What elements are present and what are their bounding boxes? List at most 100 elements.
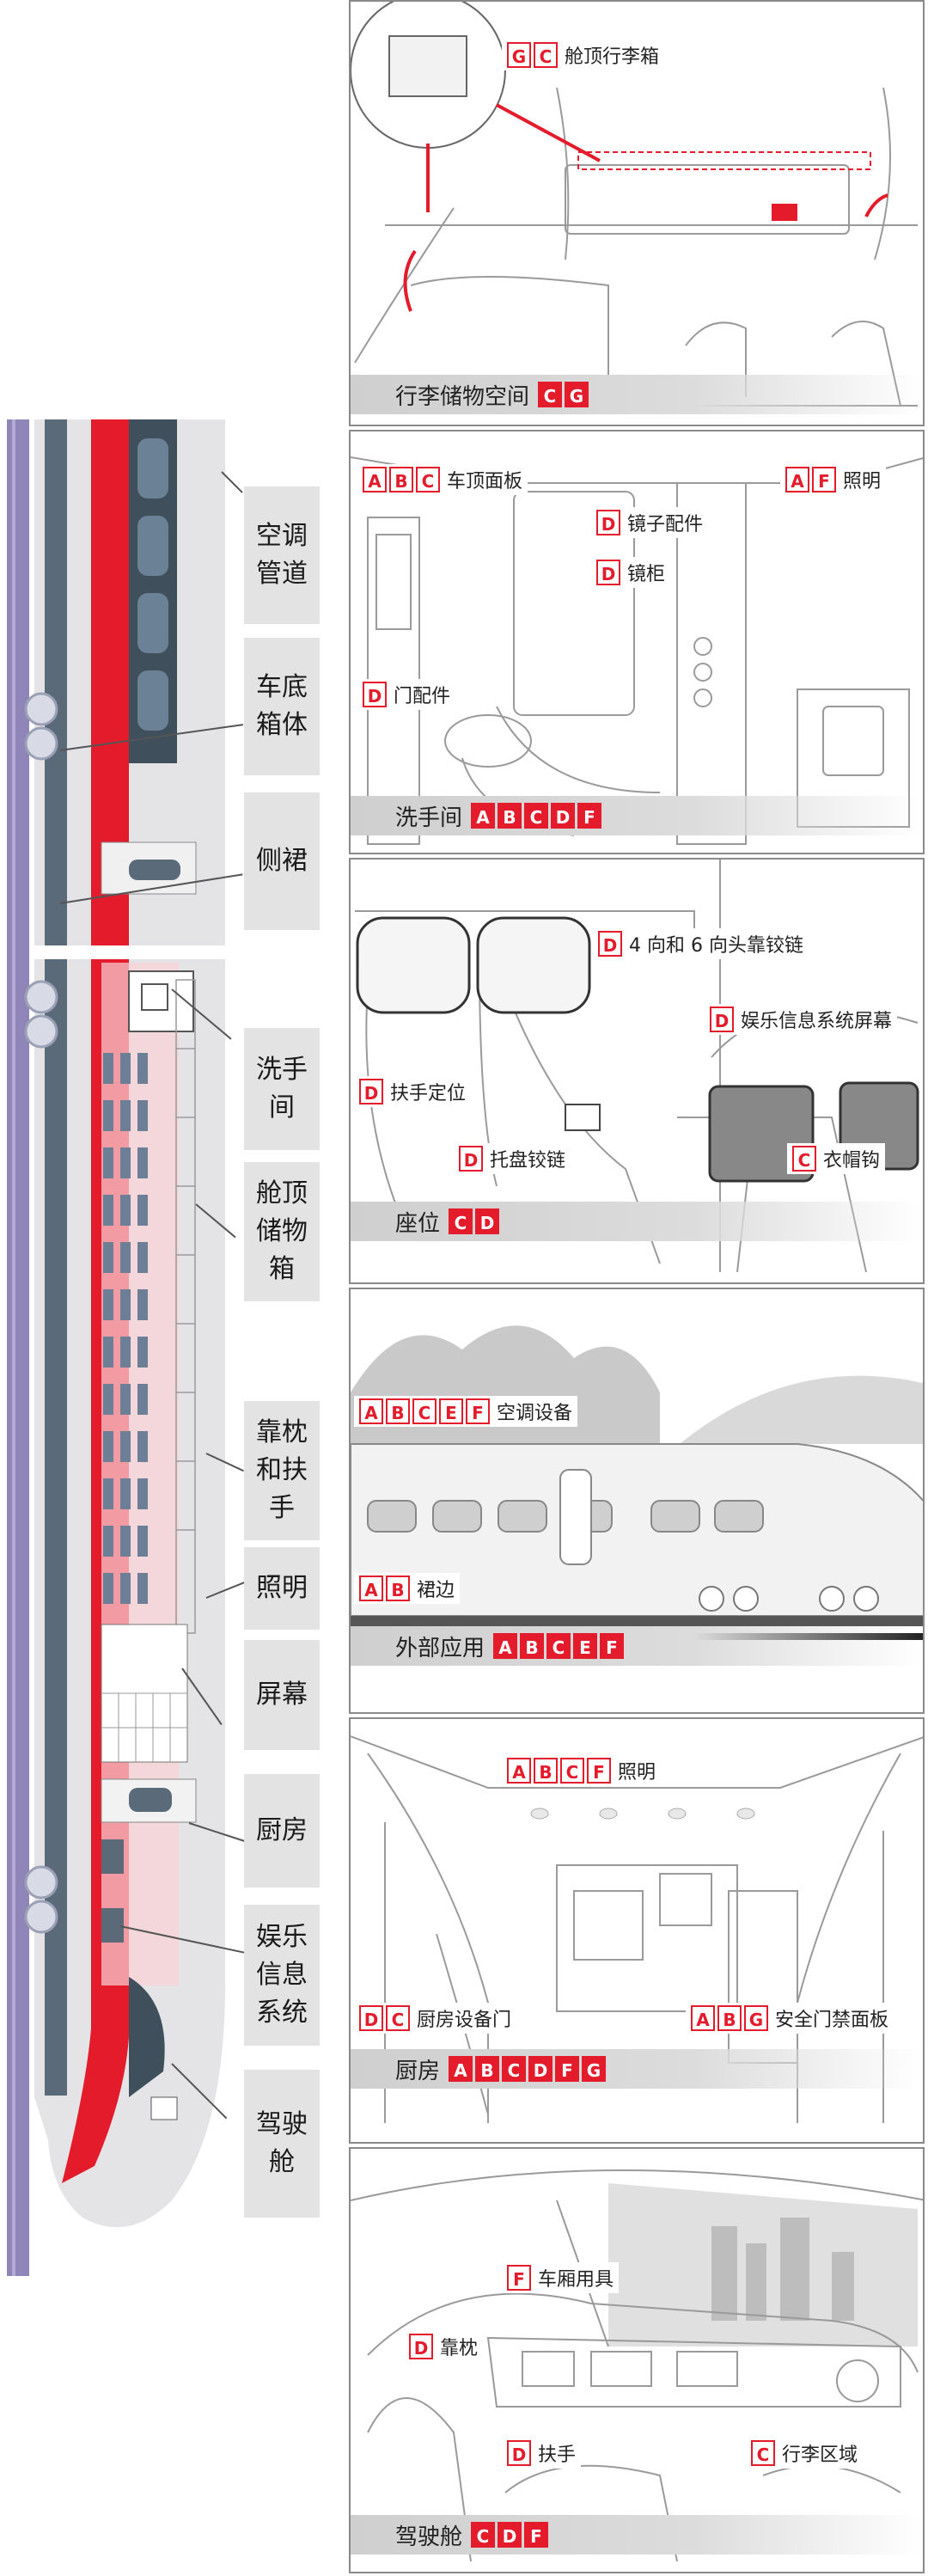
side-label-skirt: 侧裙 <box>244 792 320 930</box>
badge: G <box>507 42 531 68</box>
callout-coat-hook: C 衣帽钩 <box>787 1143 886 1174</box>
side-label-overhead-bin: 舱顶 储物 箱 <box>244 1162 320 1301</box>
callout-text: 扶手定位 <box>390 1083 467 1104</box>
badge: C <box>412 1398 437 1424</box>
badge: F <box>600 1633 625 1659</box>
badge: D <box>359 2005 383 2031</box>
badge: D <box>409 2334 433 2359</box>
callout-text: 镜子配件 <box>627 514 704 535</box>
panel-caption: 外部应用 <box>395 1635 485 1661</box>
badge: B <box>386 1576 410 1601</box>
callout-cabin-fixtures: F 车厢用具 <box>502 2262 620 2293</box>
side-label-ac-duct: 空调 管道 <box>244 486 320 624</box>
badge: B <box>534 1758 558 1784</box>
badge: A <box>507 1758 531 1784</box>
badge: D <box>596 510 620 535</box>
badge: D <box>710 1007 734 1032</box>
panel-seats: D 4 向和 6 向头靠铰链 D 娱乐信息系统屏幕 D 扶手定位 D 托盘铰链 … <box>349 858 925 1284</box>
badge: B <box>475 2056 500 2082</box>
callout-headrest-hinge: D 4 向和 6 向头靠铰链 <box>593 928 809 959</box>
callout-text: 衣帽钩 <box>823 1150 881 1172</box>
callout-text: 安全门禁面板 <box>775 2010 889 2031</box>
callout-text: 扶手 <box>538 2444 577 2466</box>
badge: B <box>389 467 413 493</box>
side-label-headrest-armrest: 靠枕 和扶 手 <box>244 1401 320 1540</box>
badge: C <box>524 803 549 829</box>
side-label-kitchen: 厨房 <box>244 1774 320 1888</box>
side-label-cockpit: 驾驶 舱 <box>244 2070 320 2218</box>
side-label-underframe-box: 车底 箱体 <box>244 638 320 775</box>
badge: A <box>471 803 496 829</box>
callout-text: 空调设备 <box>497 1403 573 1424</box>
callout-infotainment-screen: D 娱乐信息系统屏幕 <box>705 1004 898 1035</box>
panel-caption: 行李储物空间 <box>395 383 530 410</box>
badge: D <box>359 1079 383 1104</box>
badge: C <box>560 1758 584 1784</box>
callout-text: 行李区域 <box>782 2444 858 2466</box>
badge: A <box>359 1576 383 1601</box>
callout-text: 厨房设备门 <box>417 2010 512 2031</box>
badge: D <box>498 2522 522 2548</box>
callout-text: 车厢用具 <box>538 2269 614 2291</box>
side-label-screen: 屏幕 <box>244 1640 320 1750</box>
panel-caption: 座位 <box>395 1210 441 1237</box>
callout-tray-hinge: D 托盘铰链 <box>454 1143 571 1174</box>
panel-caption: 厨房 <box>395 2058 441 2084</box>
callout-mirror-fittings: D 镜子配件 <box>591 507 709 538</box>
badge: G <box>744 2005 768 2031</box>
badge: D <box>459 1146 483 1172</box>
callout-armrest: D 扶手 <box>502 2438 582 2469</box>
badge: F <box>812 467 836 493</box>
badge: A <box>785 467 809 493</box>
badge: B <box>717 2005 742 2031</box>
badge: D <box>363 682 387 707</box>
callout-mirror-cabinet: D 镜柜 <box>591 557 671 588</box>
badge: C <box>386 2005 410 2031</box>
badge: B <box>498 803 522 829</box>
badge: D <box>475 1208 500 1234</box>
badge: C <box>416 467 440 493</box>
badge: A <box>449 2056 473 2082</box>
callout-door-fittings: D 门配件 <box>357 679 456 710</box>
side-label-infotainment: 娱乐 信息 系统 <box>244 1905 320 2046</box>
badge: C <box>538 382 563 407</box>
callout-text: 照明 <box>843 471 882 493</box>
badge: G <box>565 382 589 407</box>
callout-text: 照明 <box>618 1762 656 1784</box>
badge: E <box>439 1398 463 1424</box>
side-label-lighting: 照明 <box>244 1547 320 1630</box>
badge: D <box>507 2440 531 2466</box>
badge: C <box>502 2056 527 2082</box>
panel-caption: 洗手间 <box>395 805 463 831</box>
badge: F <box>524 2522 549 2548</box>
badge: D <box>596 560 620 585</box>
badge: C <box>471 2522 496 2548</box>
badge: B <box>386 1398 410 1424</box>
badge: E <box>573 1633 598 1659</box>
callout-armrest-positioning: D 扶手定位 <box>354 1076 472 1107</box>
callout-text: 裙边 <box>417 1580 455 1601</box>
callout-text: 镜柜 <box>627 564 666 585</box>
badge: F <box>466 1398 490 1424</box>
callout-text: 4 向和 6 向头靠铰链 <box>629 935 803 957</box>
badge: C <box>449 1208 473 1234</box>
callout-text: 车顶面板 <box>447 471 523 493</box>
panel-caption: 驾驶舱 <box>395 2524 463 2550</box>
badge: F <box>507 2265 531 2291</box>
